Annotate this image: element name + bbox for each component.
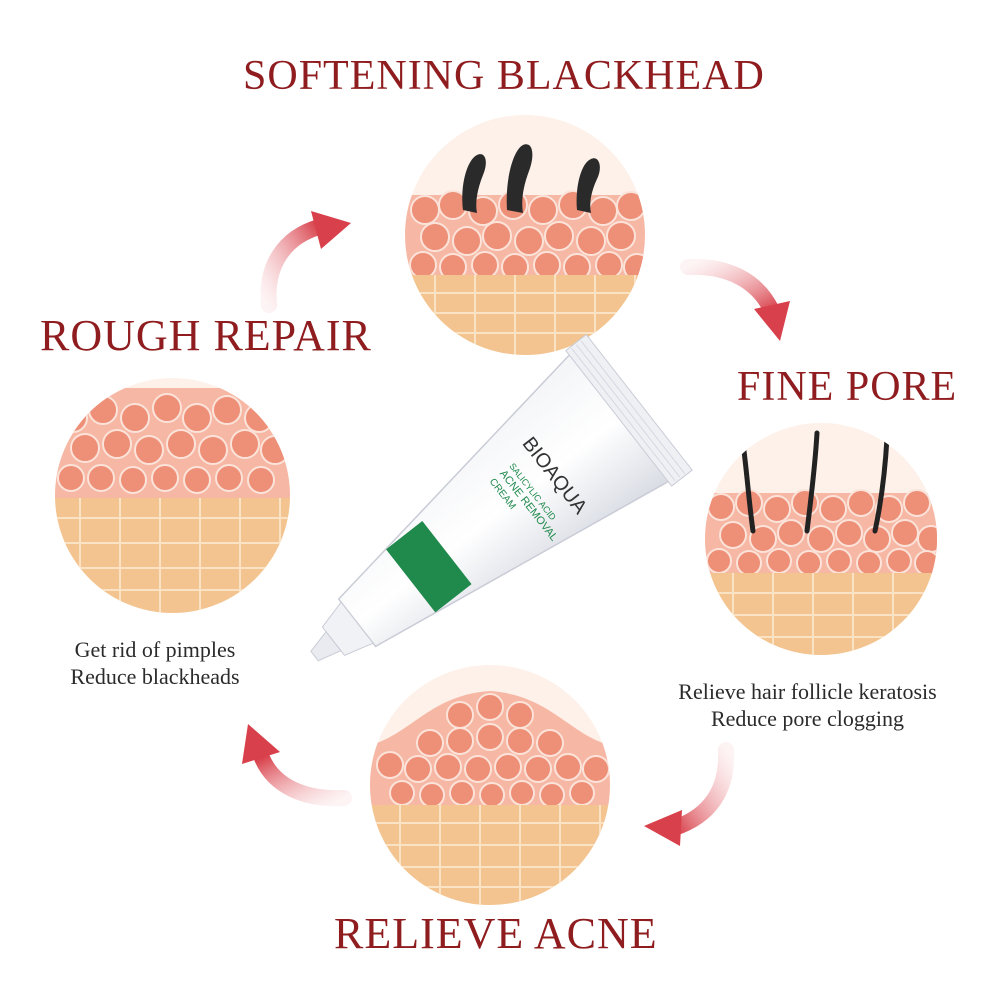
arrow-up-right-icon [260, 211, 351, 313]
caption-left-line-1: Get rid of pimples [74, 637, 236, 662]
heading-fine-pore: FINE PORE [737, 364, 958, 410]
skin-illustration-pore [705, 423, 937, 655]
caption-right: Relieve hair follicle keratosis Reduce p… [655, 678, 960, 732]
caption-left: Get rid of pimples Reduce blackheads [56, 636, 254, 690]
caption-right-line-2: Reduce pore clogging [710, 706, 905, 731]
heading-softening-blackhead: SOFTENING BLACKHEAD [243, 53, 765, 99]
skin-illustration-rough [55, 378, 290, 613]
arrow-down-right-icon [680, 258, 790, 341]
heading-rough-repair: ROUGH REPAIR [40, 311, 372, 360]
heading-relieve-acne: RELIEVE ACNE [334, 909, 658, 958]
product-tube-image: BIOAQUA SALICYLIC ACID ACNE REMOVAL CREA… [310, 333, 693, 662]
caption-right-line-1: Relieve hair follicle keratosis [678, 679, 937, 704]
skin-illustration-blackhead [405, 115, 645, 355]
arrow-up-left-icon [242, 724, 352, 807]
caption-left-line-2: Reduce blackheads [70, 664, 240, 689]
arrow-down-left-icon [644, 742, 735, 846]
